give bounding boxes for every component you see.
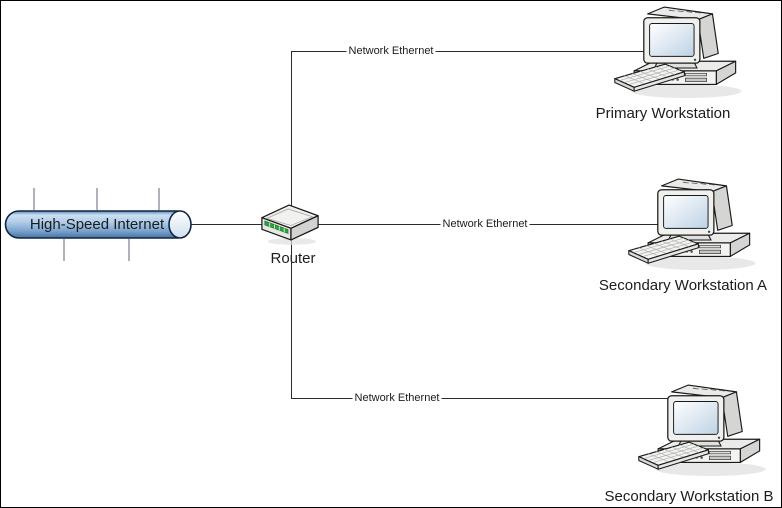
workstation-icon-primary <box>609 5 754 102</box>
router-icon <box>259 201 321 246</box>
link-label-secondary-a: Network Ethernet <box>440 218 530 231</box>
ethernet-line-secondary-a <box>191 224 669 225</box>
pipe-tick-lines <box>33 188 160 261</box>
ethernet-line-secondary-b <box>291 398 686 399</box>
workstation-icon-secondary-b <box>633 383 778 480</box>
link-label-secondary-b: Network Ethernet <box>352 392 442 405</box>
internet-pipe-icon <box>4 188 192 261</box>
internet-label: High-Speed Internet <box>29 216 165 233</box>
router-label: Router <box>270 250 316 267</box>
link-label-primary: Network Ethernet <box>346 45 436 58</box>
workstation-label-primary: Primary Workstation <box>595 105 731 122</box>
ethernet-line-primary <box>291 51 661 52</box>
workstation-icon-secondary-a <box>623 177 768 274</box>
workstation-label-secondary-b: Secondary Workstation B <box>604 488 774 505</box>
workstation-label-secondary-a: Secondary Workstation A <box>598 277 768 294</box>
pipe-mouth <box>168 210 192 239</box>
